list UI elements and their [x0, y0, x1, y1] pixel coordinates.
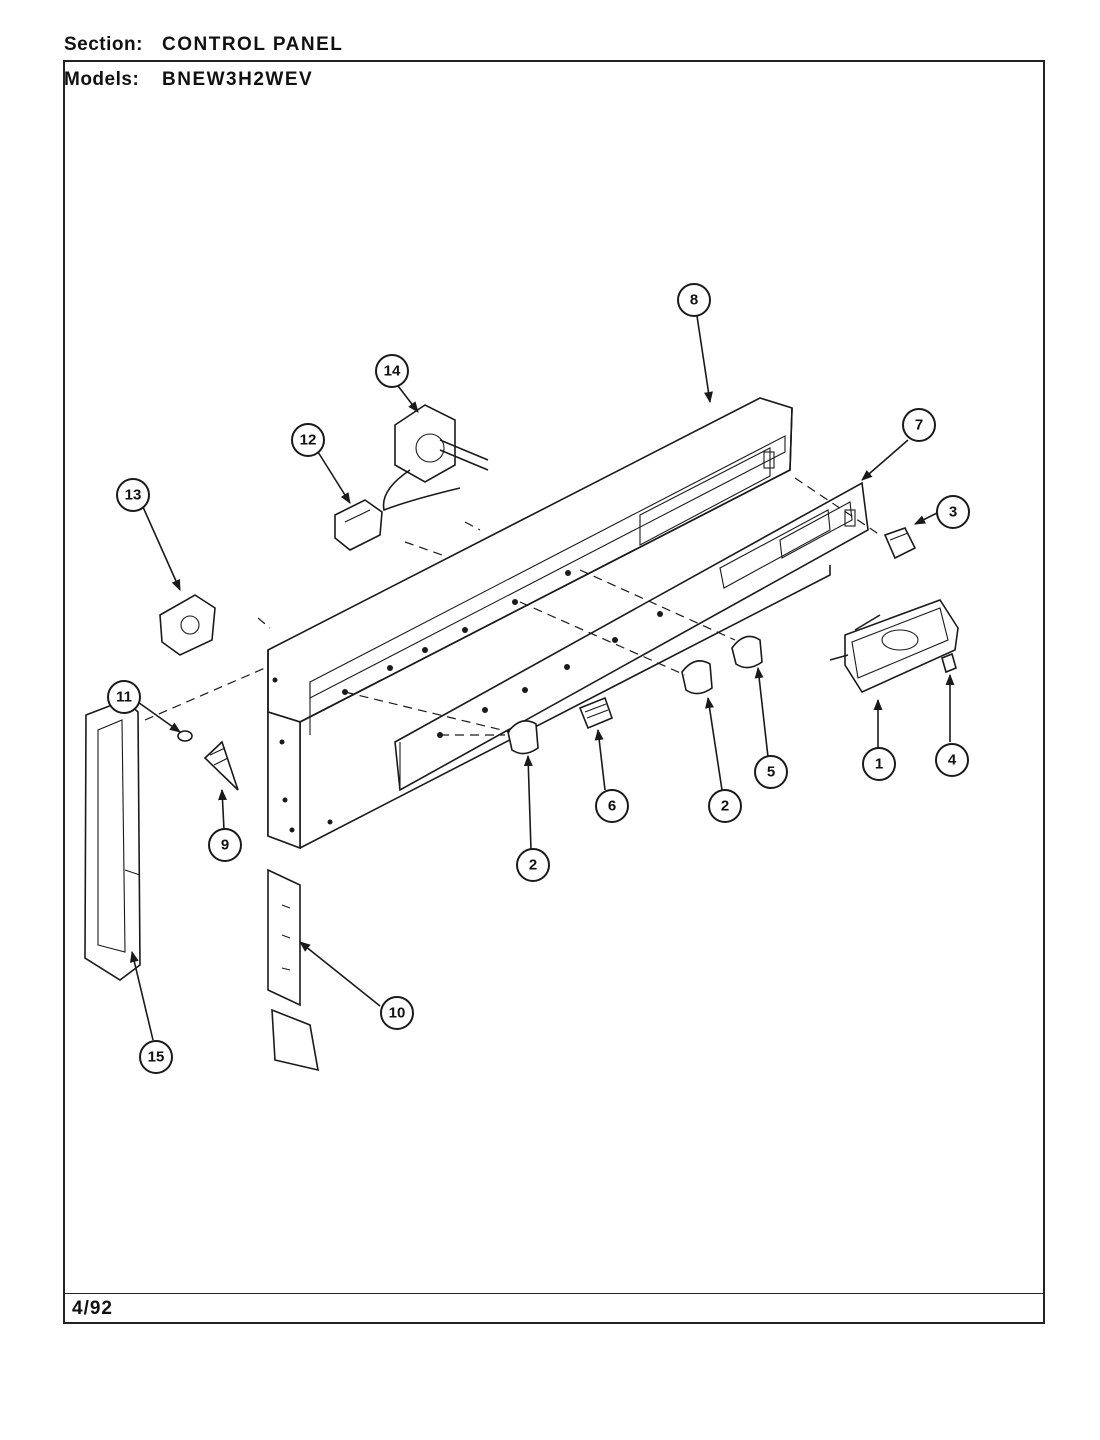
callout-7: 7 [902, 408, 936, 442]
callout-11: 11 [107, 680, 141, 714]
screw-part [177, 730, 193, 742]
models-value: BNEW3H2WEV [162, 69, 314, 90]
callout-9: 9 [208, 828, 242, 862]
control-console-overlay-part [394, 481, 869, 792]
switch-part [334, 499, 383, 551]
diagram-frame [63, 60, 1045, 1324]
callout-2-right: 2 [708, 789, 742, 823]
callout-9-label: 9 [221, 837, 229, 854]
callout-2-left: 2 [516, 848, 550, 882]
callout-8: 8 [677, 283, 711, 317]
callout-10: 10 [380, 996, 414, 1030]
callout-arrows [129, 315, 955, 1041]
callout-2-left-label: 2 [529, 857, 537, 874]
control-panel-housing-part [267, 397, 831, 850]
callout-3: 3 [936, 495, 970, 529]
callout-10-label: 10 [389, 1005, 406, 1022]
callout-13-label: 13 [125, 487, 142, 504]
callout-2-right-label: 2 [721, 798, 729, 815]
alignment-lines [144, 477, 881, 736]
footer-date: 4/92 [72, 1298, 113, 1319]
mounting-bracket-part [267, 868, 319, 1072]
spring-clip-part [203, 740, 239, 791]
callout-5: 5 [754, 755, 788, 789]
callout-6-label: 6 [608, 798, 616, 815]
callout-4-label: 4 [948, 752, 957, 769]
callout-12: 12 [291, 423, 325, 457]
clock-module-part [829, 599, 959, 694]
callout-4: 4 [935, 743, 969, 777]
models-heading: Models: BNEW3H2WEV [64, 69, 313, 91]
section-heading: Section: CONTROL PANEL [64, 34, 343, 56]
models-key: Models: [64, 69, 140, 90]
knob-stem-part [941, 652, 957, 674]
end-cap-part [84, 699, 141, 981]
callout-13: 13 [116, 478, 150, 512]
callout-1-label: 1 [875, 756, 883, 773]
infinite-switch-part [159, 594, 216, 656]
section-key: Section: [64, 34, 143, 55]
footer-divider [65, 1293, 1043, 1294]
callout-11-label: 11 [116, 689, 132, 706]
callout-1: 1 [862, 747, 896, 781]
knob-part-5 [731, 635, 763, 669]
callout-3-label: 3 [949, 504, 957, 521]
timer-clock-part [382, 404, 489, 512]
callout-8-label: 8 [690, 292, 698, 309]
push-button-part [578, 696, 614, 730]
callout-6: 6 [595, 789, 629, 823]
callout-5-label: 5 [767, 764, 775, 781]
indicator-light-part [883, 527, 917, 560]
callout-14-label: 14 [384, 363, 401, 380]
callout-7-label: 7 [915, 417, 923, 434]
callout-15-label: 15 [148, 1049, 165, 1066]
callout-15: 15 [139, 1040, 173, 1074]
knob-part-2-right [681, 660, 713, 695]
callout-12-label: 12 [300, 432, 317, 449]
section-value: CONTROL PANEL [162, 34, 344, 55]
knob-part-2-left [507, 720, 539, 755]
callout-14: 14 [375, 354, 409, 388]
